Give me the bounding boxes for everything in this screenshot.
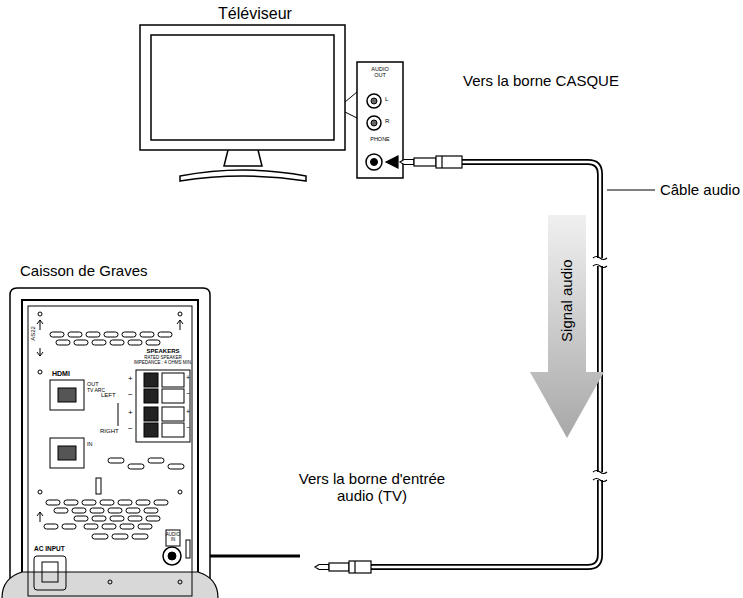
port-label: L <box>385 96 388 103</box>
vent-slot <box>158 332 172 337</box>
vent-slot <box>146 340 160 345</box>
subwoofer <box>2 288 218 598</box>
model-label: AS22 <box>30 326 37 341</box>
vent-slot <box>74 340 88 345</box>
vent-slot <box>100 500 114 505</box>
callout-text: Vers la borne CASQUE <box>463 72 619 89</box>
vent-slot <box>126 508 140 513</box>
vent-slot <box>154 500 168 505</box>
terminal-sign: + <box>186 374 190 382</box>
vent-slot <box>62 524 76 529</box>
terminal-sign: − <box>128 390 133 399</box>
callout-text: Vers la borne d'entrée audio (TV) <box>285 470 460 505</box>
panel-label: HDMI <box>52 370 70 378</box>
vent-slot <box>64 500 78 505</box>
vent-slot <box>128 464 144 469</box>
vent-slot <box>44 524 58 529</box>
vent-slot <box>140 332 154 337</box>
vent-slot <box>108 508 122 513</box>
panel-label: LEFT <box>101 392 116 399</box>
vent-slot <box>108 458 124 463</box>
terminal-sign: + <box>128 408 133 417</box>
vent-slot <box>68 332 82 337</box>
panel-label: OUT <box>87 381 99 387</box>
terminal-sign: + <box>128 374 133 383</box>
vent-slot <box>46 500 60 505</box>
television <box>140 25 403 181</box>
panel-label: SPEAKERS <box>146 348 179 355</box>
vent-slot <box>112 534 128 539</box>
vent-slot <box>128 340 142 345</box>
vent-slot <box>72 508 86 513</box>
tv-jacks <box>366 94 382 170</box>
vent-slot <box>50 332 64 337</box>
terminal-sign: − <box>128 424 133 433</box>
terminal-sign: − <box>186 390 190 398</box>
vent-slot <box>82 500 96 505</box>
vent-slot <box>132 534 148 539</box>
vent-slot <box>128 516 142 521</box>
tv-label: Téléviseur <box>218 5 292 23</box>
leader-line <box>607 190 655 191</box>
vent-slot <box>136 500 150 505</box>
vent-slot <box>86 332 100 337</box>
signal-arrow <box>530 215 604 438</box>
vent-slot <box>92 516 106 521</box>
panel-label: IN <box>87 441 93 447</box>
vent-slot <box>56 340 70 345</box>
vent-slot <box>110 516 124 521</box>
tv-plug <box>386 156 462 168</box>
vent-slot <box>144 508 158 513</box>
vent-slot <box>54 508 68 513</box>
part-label: Câble audio <box>660 181 740 198</box>
vent-slot <box>138 524 152 529</box>
vent-slot <box>84 524 98 529</box>
vent-slot <box>104 332 118 337</box>
port-label: R <box>385 118 389 125</box>
vent-slot <box>120 524 134 529</box>
vent-slot <box>168 464 184 469</box>
vent-slot <box>92 340 106 345</box>
vent-slot <box>122 332 136 337</box>
vent-slot <box>90 508 104 513</box>
audio-cable <box>370 162 655 567</box>
panel-label: RIGHT <box>100 428 119 435</box>
vent-slot <box>110 340 124 345</box>
vent-slot <box>146 516 160 521</box>
port-label: AUDIO OUT <box>368 66 392 79</box>
panel-label: AC INPUT <box>34 545 65 552</box>
signal-label: Signal audio <box>558 259 575 342</box>
vent-slot <box>102 524 116 529</box>
port-label: PHONE <box>370 136 390 142</box>
jack-label: AUDIO IN <box>165 532 181 542</box>
vent-slot <box>74 516 88 521</box>
device-label: Caisson de Graves <box>20 262 148 279</box>
vent-slot <box>148 458 164 463</box>
panel-label: RATED SPEAKER IMPEDANCE : 4 OHMS MIN. <box>133 355 193 365</box>
vent-slot <box>92 534 108 539</box>
terminal-sign: + <box>186 408 190 416</box>
terminal-sign: − <box>186 424 190 432</box>
vent-slot <box>118 500 132 505</box>
